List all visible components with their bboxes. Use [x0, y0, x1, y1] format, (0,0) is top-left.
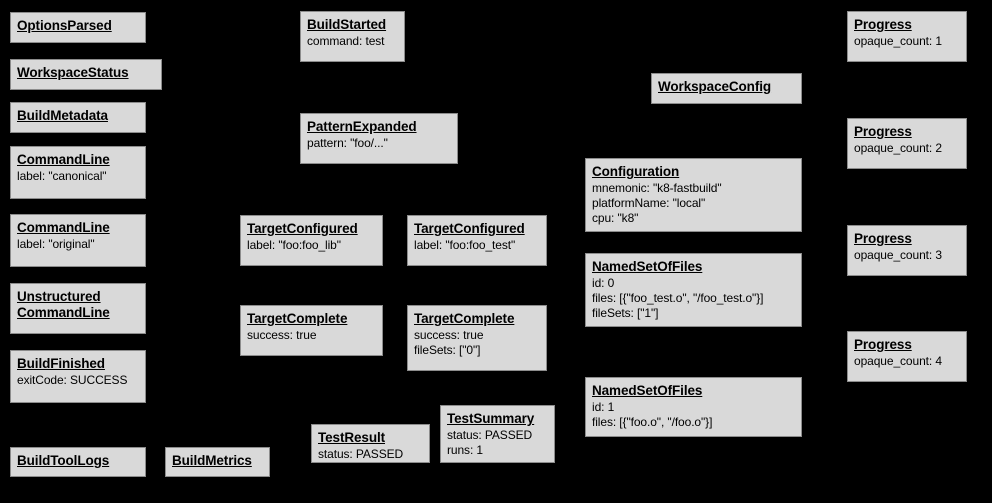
event-node-build-metrics[interactable]: BuildMetrics [165, 447, 270, 477]
event-node-fields: success: true [247, 328, 376, 343]
event-node-title: WorkspaceConfig [658, 79, 772, 94]
event-node-fields: exitCode: SUCCESS [17, 373, 139, 388]
event-node-fields: label: "original" [17, 237, 139, 252]
event-node-target-configured-lib[interactable]: TargetConfigured label: "foo:foo_lib" [240, 215, 383, 266]
event-node-title: WorkspaceStatus [17, 65, 129, 80]
event-node-fields: label: "foo:foo_lib" [247, 238, 376, 253]
event-node-field: mnemonic: "k8-fastbuild" [592, 181, 722, 195]
event-node-field: success: true [247, 328, 317, 342]
event-node-workspace-config[interactable]: WorkspaceConfig [651, 73, 802, 104]
event-node-title: CommandLine [17, 220, 110, 235]
event-node-field: label: "original" [17, 237, 95, 251]
event-node-title: Progress [854, 124, 912, 139]
event-node-title: TargetConfigured [414, 221, 525, 236]
event-node-field: label: "foo:foo_lib" [247, 238, 341, 252]
event-node-field: platformName: "local" [592, 196, 706, 210]
event-node-title: BuildMetrics [172, 453, 252, 468]
event-node-field: opaque_count: 1 [854, 34, 942, 48]
event-node-title: Progress [854, 231, 912, 246]
event-node-field: label: "foo:foo_test" [414, 238, 516, 252]
event-node-title: NamedSetOfFiles [592, 259, 703, 274]
event-node-title: TargetComplete [247, 311, 348, 326]
event-node-build-metadata[interactable]: BuildMetadata [10, 102, 146, 133]
event-node-title: BuildStarted [307, 17, 387, 32]
event-node-fields: opaque_count: 1 [854, 34, 960, 49]
event-node-fields: pattern: "foo/..." [307, 136, 451, 151]
event-node-fields: command: test [307, 34, 398, 49]
event-node-field: opaque_count: 4 [854, 354, 942, 368]
event-node-options-parsed[interactable]: OptionsParsed [10, 12, 146, 43]
event-node-field: opaque_count: 3 [854, 248, 942, 262]
event-node-field: command: test [307, 34, 385, 48]
event-node-title: BuildMetadata [17, 108, 108, 123]
event-node-title: Progress [854, 337, 912, 352]
event-node-fields: label: "canonical" [17, 169, 139, 184]
event-node-test-result[interactable]: TestResult status: PASSED [311, 424, 430, 463]
event-node-progress-4[interactable]: Progress opaque_count: 4 [847, 331, 967, 382]
event-node-field: status: PASSED [447, 428, 533, 442]
event-node-fields: label: "foo:foo_test" [414, 238, 540, 253]
event-node-title: PatternExpanded [307, 119, 417, 134]
event-node-field: files: [{"foo.o", "/foo.o"}] [592, 415, 713, 429]
event-node-progress-2[interactable]: Progress opaque_count: 2 [847, 118, 967, 169]
event-node-title: CommandLine [17, 152, 110, 167]
event-node-title: BuildToolLogs [17, 453, 110, 468]
event-node-title: Progress [854, 17, 912, 32]
event-node-build-finished[interactable]: BuildFinished exitCode: SUCCESS [10, 350, 146, 403]
event-node-field: id: 0 [592, 276, 615, 290]
event-node-title: Unstructured CommandLine [17, 289, 110, 320]
event-node-fields: opaque_count: 2 [854, 141, 960, 156]
event-node-title: TestSummary [447, 411, 535, 426]
event-node-field: cpu: "k8" [592, 211, 639, 225]
event-node-field: files: [{"foo_test.o", "/foo_test.o"}] [592, 291, 764, 305]
event-node-field: runs: 1 [447, 443, 483, 457]
event-node-title: OptionsParsed [17, 18, 112, 33]
event-node-fields: mnemonic: "k8-fastbuild"platformName: "l… [592, 181, 795, 226]
event-node-field: exitCode: SUCCESS [17, 373, 128, 387]
event-node-build-started[interactable]: BuildStarted command: test [300, 11, 405, 62]
event-node-field: opaque_count: 2 [854, 141, 942, 155]
event-node-title: NamedSetOfFiles [592, 383, 703, 398]
event-node-title: TargetConfigured [247, 221, 358, 236]
event-node-field: label: "canonical" [17, 169, 107, 183]
event-node-title: TargetComplete [414, 311, 515, 326]
event-node-field: id: 1 [592, 400, 615, 414]
event-node-progress-1[interactable]: Progress opaque_count: 1 [847, 11, 967, 62]
event-node-title: BuildFinished [17, 356, 105, 371]
event-node-progress-3[interactable]: Progress opaque_count: 3 [847, 225, 967, 276]
event-node-configuration[interactable]: Configuration mnemonic: "k8-fastbuild"pla… [585, 158, 802, 232]
event-node-unstructured-command-line[interactable]: Unstructured CommandLine [10, 283, 146, 334]
event-node-field: fileSets: ["1"] [592, 306, 659, 320]
event-node-field: success: true [414, 328, 484, 342]
event-node-fields: opaque_count: 3 [854, 248, 960, 263]
event-node-target-complete-lib[interactable]: TargetComplete success: true [240, 305, 383, 356]
event-node-fields: opaque_count: 4 [854, 354, 960, 369]
event-node-field: fileSets: ["0"] [414, 343, 481, 357]
event-node-command-line-canonical[interactable]: CommandLine label: "canonical" [10, 146, 146, 199]
event-node-workspace-status[interactable]: WorkspaceStatus [10, 59, 162, 90]
event-node-field: status: PASSED [318, 447, 404, 461]
event-node-field: pattern: "foo/..." [307, 136, 388, 150]
event-node-target-configured-test[interactable]: TargetConfigured label: "foo:foo_test" [407, 215, 547, 266]
event-node-title: Configuration [592, 164, 680, 179]
event-node-title: TestResult [318, 430, 386, 445]
event-node-command-line-original[interactable]: CommandLine label: "original" [10, 214, 146, 267]
event-node-fields: status: PASSED [318, 447, 423, 462]
event-node-pattern-expanded[interactable]: PatternExpanded pattern: "foo/..." [300, 113, 458, 164]
event-node-build-tool-logs[interactable]: BuildToolLogs [10, 447, 146, 477]
